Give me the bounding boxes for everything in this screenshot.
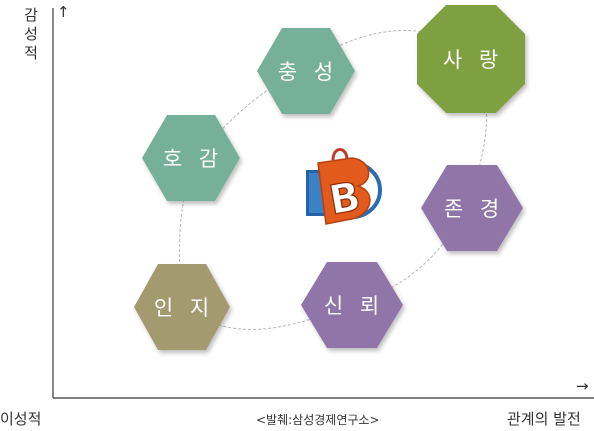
y-axis-arrow: ↑ <box>57 3 70 21</box>
node-trust-shape <box>301 262 403 348</box>
node-awareness-shape <box>134 264 230 350</box>
node-trust <box>301 262 403 348</box>
node-respect <box>421 165 523 251</box>
node-loyalty-label: 충 성 <box>278 60 338 84</box>
node-favorability <box>142 115 240 201</box>
node-favorability-label: 호 감 <box>163 147 223 171</box>
node-love <box>417 5 525 113</box>
node-respect-label: 존 경 <box>444 197 504 221</box>
x-axis-left-label: 이성적 <box>0 410 42 428</box>
y-axis-label-text: 감성적 <box>24 6 38 62</box>
node-favorability-shape <box>142 115 240 201</box>
x-axis-right-label: 관계의 발전 <box>507 410 581 428</box>
brand-logo-icon: B <box>306 148 382 225</box>
node-trust-label: 신 뢰 <box>324 294 384 318</box>
node-loyalty <box>257 28 355 114</box>
node-love-shape <box>417 5 525 113</box>
node-awareness <box>134 264 230 350</box>
source-citation: <발췌:삼성경제연구소> <box>256 413 380 427</box>
node-awareness-label: 인 지 <box>154 296 214 320</box>
y-axis-label: 감성적 <box>22 6 40 63</box>
node-loyalty-shape <box>257 28 355 114</box>
node-respect-shape <box>421 165 523 251</box>
x-axis-arrow: → <box>576 377 589 395</box>
node-love-label: 사 랑 <box>443 48 503 72</box>
